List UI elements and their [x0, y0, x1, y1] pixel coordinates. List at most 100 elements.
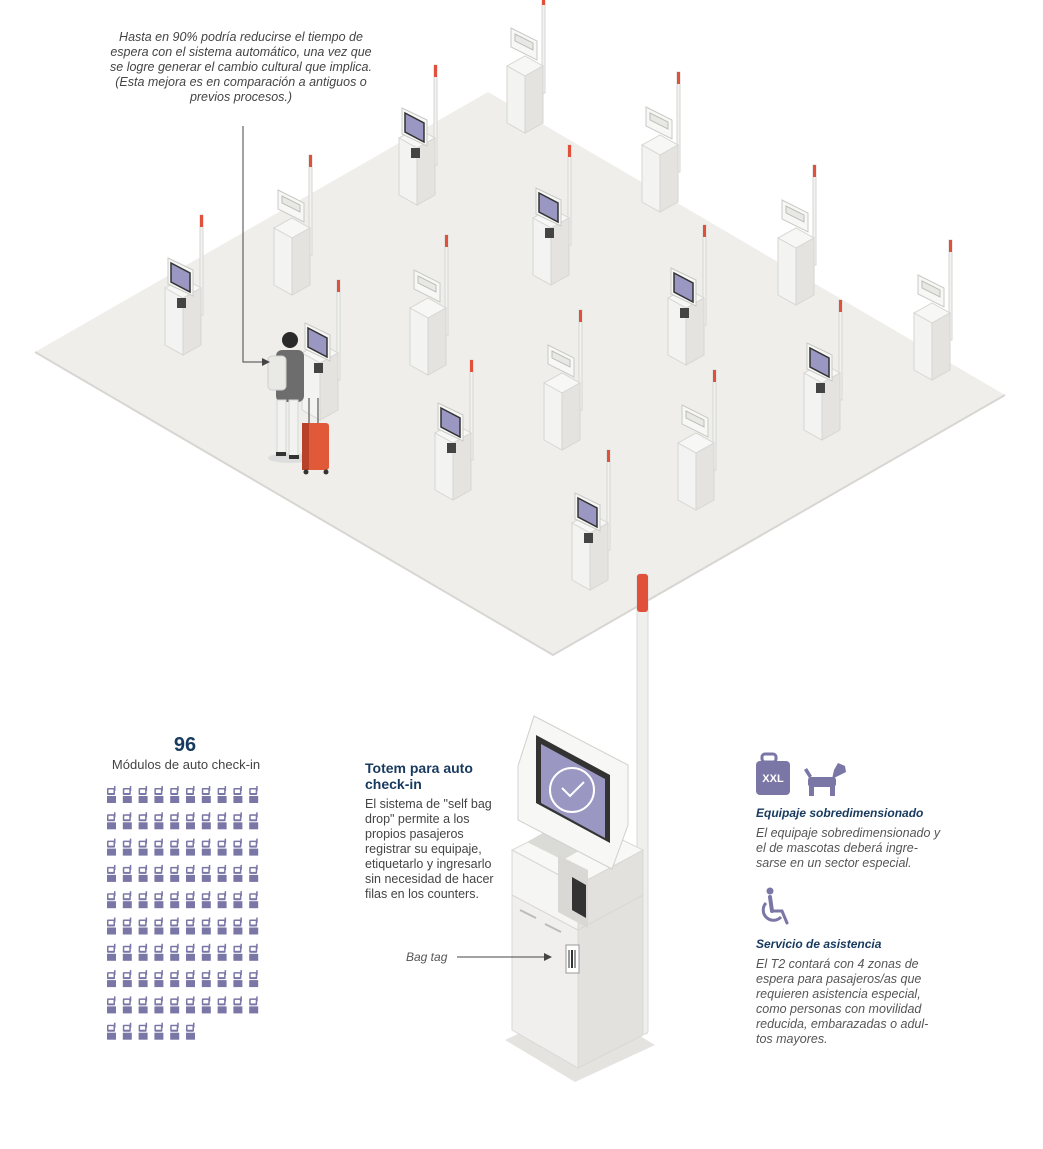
module-icon [201, 996, 211, 1014]
module-icon [233, 970, 243, 988]
module-icon [107, 1022, 116, 1040]
module-icon [138, 864, 148, 882]
module-icon [154, 838, 164, 856]
module-icon [201, 970, 211, 988]
module-icon [138, 891, 148, 909]
module-icon [217, 943, 227, 961]
luggage-icon: XXL [756, 752, 790, 795]
backpack-icon [267, 355, 287, 391]
module-icon [122, 996, 132, 1014]
module-icon [233, 864, 243, 882]
module-icon [122, 1022, 132, 1040]
module-count: 96 [173, 734, 197, 756]
module-icon [233, 812, 243, 830]
module-icon [233, 996, 243, 1014]
module-icon [217, 812, 227, 830]
module-icon [217, 970, 227, 988]
module-icon [154, 996, 164, 1014]
module-icon [154, 943, 164, 961]
module-icon [122, 891, 132, 909]
module-icon [249, 891, 259, 909]
kiosk-icon [802, 299, 843, 441]
module-icon [249, 917, 259, 935]
module-icon [217, 891, 227, 909]
wait-time-callout: Hasta en 90% podría reducirse el tiempo … [110, 30, 372, 104]
module-icon [107, 838, 116, 856]
floor-edge [34, 351, 1006, 657]
module-icon [170, 812, 180, 830]
module-icon [186, 1022, 195, 1040]
module-icon [249, 838, 259, 856]
module-icon [107, 970, 116, 988]
module-icon [201, 812, 211, 830]
module-icon [186, 812, 195, 830]
module-icon [170, 891, 180, 909]
module-icon [249, 970, 259, 988]
kiosk-icon [531, 144, 572, 286]
wheelchair-icon [761, 887, 789, 925]
kiosk-icon [272, 154, 313, 296]
kiosk-icon [397, 64, 438, 206]
module-icon [249, 996, 259, 1014]
module-icon [249, 943, 259, 961]
kiosk-icon [163, 214, 204, 356]
kiosk-icon [776, 164, 817, 306]
module-icon [217, 786, 227, 803]
module-icon [186, 786, 195, 803]
module-icon [186, 864, 195, 882]
module-icon [138, 838, 148, 856]
large-totem-kiosk [505, 573, 655, 1082]
module-icon [217, 864, 227, 882]
module-icon [122, 838, 132, 856]
module-icon [122, 943, 132, 961]
module-icon [138, 943, 148, 961]
totem-description: El sistema de "self bag drop" permite a … [365, 797, 494, 901]
module-icon [170, 943, 180, 961]
module-icon [122, 917, 132, 935]
module-icon [154, 1022, 164, 1040]
module-icon [201, 917, 211, 935]
callout-arrow [242, 126, 262, 363]
kiosk-icon [433, 359, 474, 501]
kiosk-icon [570, 449, 611, 591]
module-icon [186, 943, 195, 961]
kiosk-icon [640, 71, 681, 213]
traveler-head [282, 332, 298, 348]
module-icon [170, 917, 180, 935]
module-icon [154, 812, 164, 830]
kiosk-icon [676, 369, 717, 511]
module-icon [186, 970, 195, 988]
module-icon [122, 970, 132, 988]
module-icon [186, 996, 195, 1014]
module-icon [170, 786, 180, 803]
hall-floor [35, 92, 1005, 655]
module-icon [107, 996, 116, 1014]
kiosk-grid [163, 0, 953, 591]
module-icon [170, 838, 180, 856]
dog-icon [804, 763, 846, 796]
module-icon [170, 864, 180, 882]
module-icon [217, 838, 227, 856]
module-icon [201, 838, 211, 856]
module-icon [233, 917, 243, 935]
assistance-body: El T2 contará con 4 zonas de espera para… [756, 957, 929, 1046]
module-icon [107, 917, 116, 935]
module-icon [217, 996, 227, 1014]
module-icon [154, 891, 164, 909]
module-icon [233, 891, 243, 909]
module-icon [107, 864, 116, 882]
module-icon-grid [107, 786, 259, 1040]
module-icon [138, 970, 148, 988]
module-icon [249, 786, 259, 803]
module-icon [107, 812, 116, 830]
kiosk-icon [505, 0, 546, 134]
xxl-label: XXL [762, 773, 784, 785]
module-icon [138, 812, 148, 830]
module-icon [201, 864, 211, 882]
oversized-luggage-title: Equipaje sobredimensionado [756, 806, 924, 820]
module-icon [154, 786, 164, 803]
module-icon [138, 786, 148, 803]
module-icon [201, 786, 211, 803]
